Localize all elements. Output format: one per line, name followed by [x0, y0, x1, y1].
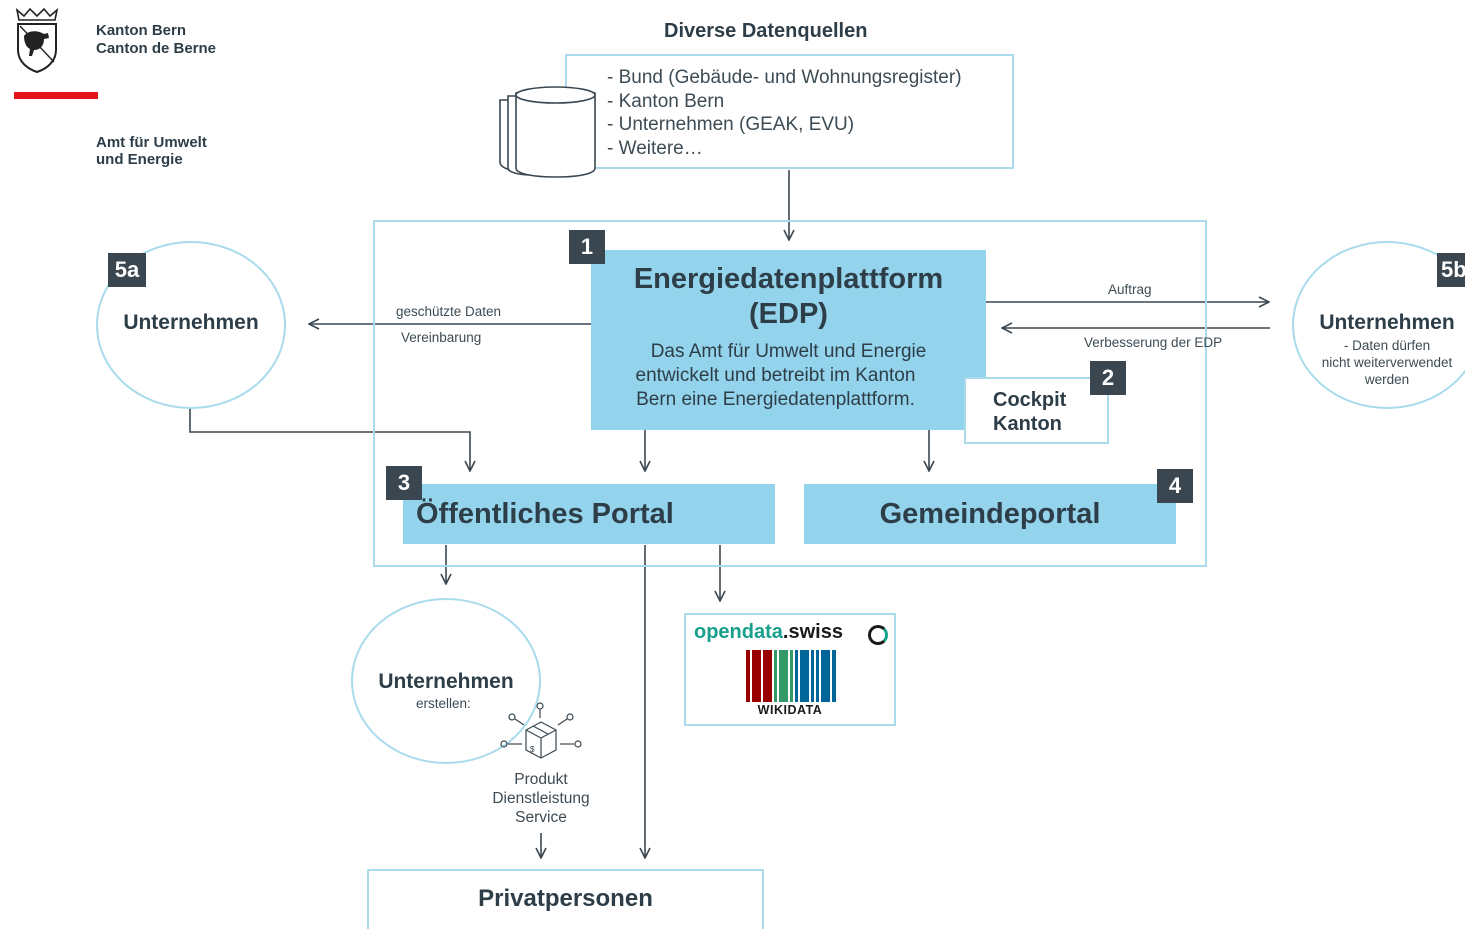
company-5b-badge: 5b	[1437, 253, 1465, 287]
canton-name-de: Kanton Bern	[96, 22, 186, 39]
product-labels: Produkt Dienstleistung Service	[470, 770, 612, 827]
edp-badge: 1	[569, 230, 605, 264]
edp-desc-line1: Das Amt für Umwelt und Energie	[650, 341, 927, 362]
public-portal-box[interactable]: Öffentliches Portal	[403, 484, 775, 544]
wikidata-logo	[746, 650, 838, 702]
opendata-logo-part1: opendata	[694, 621, 783, 643]
private-persons-title: Privatpersonen	[478, 885, 653, 912]
municipal-portal-box[interactable]: Gemeindeportal	[804, 484, 1176, 544]
opendata-ring-icon	[868, 625, 888, 645]
product-box-icon: $	[488, 700, 592, 764]
cockpit-line1: Cockpit	[993, 389, 1067, 411]
product-line2: Dienstleistung	[492, 790, 590, 807]
edp-box[interactable]: Energiedatenplattform (EDP) Das Amt für …	[591, 250, 986, 430]
company-bottom-circle[interactable]: Unternehmen	[351, 598, 541, 764]
database-icon	[498, 86, 598, 180]
office-name-line2: und Energie	[96, 151, 183, 168]
cockpit-line2: Kanton	[993, 413, 1062, 435]
product-line1: Produkt	[514, 771, 568, 788]
edp-desc-line2: entwickelt und betreibt im Kanton	[635, 365, 916, 386]
source-item: - Weitere…	[607, 137, 703, 159]
municipal-portal-title: Gemeindeportal	[879, 498, 1101, 530]
product-line3: Service	[515, 809, 567, 826]
cockpit-badge: 2	[1090, 361, 1126, 395]
company-5b-circle[interactable]: Unternehmen - Daten dürfen nicht weiterv…	[1292, 241, 1465, 409]
opendata-logo: opendata.swiss	[694, 621, 843, 644]
platform-frame	[373, 220, 1207, 567]
sources-title: Diverse Datenquellen	[664, 20, 868, 42]
wikidata-wordmark: WIKIDATA	[757, 703, 823, 717]
bern-coat-of-arms-icon	[15, 7, 59, 74]
edp-desc-line3: Bern eine Energiedatenplattform.	[636, 389, 915, 410]
accent-bar	[14, 92, 98, 99]
edge-label-improvement: Verbesserung der EDP	[1084, 335, 1223, 350]
edge-label-agreement: Vereinbarung	[401, 330, 482, 345]
edge-label-protected-data: geschützte Daten	[396, 304, 502, 319]
public-portal-badge: 3	[386, 466, 422, 500]
cockpit-box[interactable]: Cockpit Kanton	[964, 377, 1109, 444]
company-5b-note-line3: werden	[1364, 372, 1410, 387]
company-5a-badge: 5a	[108, 253, 146, 287]
svg-text:$: $	[530, 745, 535, 754]
canton-name-fr: Canton de Berne	[96, 40, 217, 57]
sources-box: - Bund (Gebäude- und Wohnungsregister) -…	[565, 54, 1014, 169]
office-name-line1: Amt für Umwelt	[96, 134, 207, 151]
wikidata-barcode-icon	[746, 650, 836, 702]
company-bottom-title: Unternehmen	[378, 670, 514, 693]
edp-title-line2: (EDP)	[749, 298, 828, 330]
edp-title-line1: Energiedatenplattform	[633, 263, 944, 295]
edge-label-order: Auftrag	[1108, 282, 1152, 297]
company-5a-title: Unternehmen	[123, 311, 259, 334]
source-item: - Kanton Bern	[607, 90, 725, 112]
source-item: - Unternehmen (GEAK, EVU)	[607, 114, 855, 135]
company-5b-note-line1: - Daten dürfen	[1343, 338, 1431, 353]
municipal-portal-badge: 4	[1157, 469, 1193, 503]
private-persons-box[interactable]: Privatpersonen	[367, 869, 764, 929]
company-bottom-subtitle: erstellen:	[416, 696, 471, 711]
canton-logo	[14, 6, 60, 74]
company-5b-title: Unternehmen	[1319, 311, 1455, 334]
company-5a-circle[interactable]: Unternehmen	[96, 241, 286, 409]
public-portal-title: Öffentliches Portal	[416, 498, 674, 530]
opendata-logo-part2: .swiss	[782, 621, 843, 643]
opendata-box[interactable]: opendata.swiss WIKIDATA	[684, 613, 896, 726]
source-item: - Bund (Gebäude- und Wohnungsregister)	[607, 67, 962, 88]
company-5b-note-line2: nicht weiterverwendet	[1321, 355, 1453, 370]
